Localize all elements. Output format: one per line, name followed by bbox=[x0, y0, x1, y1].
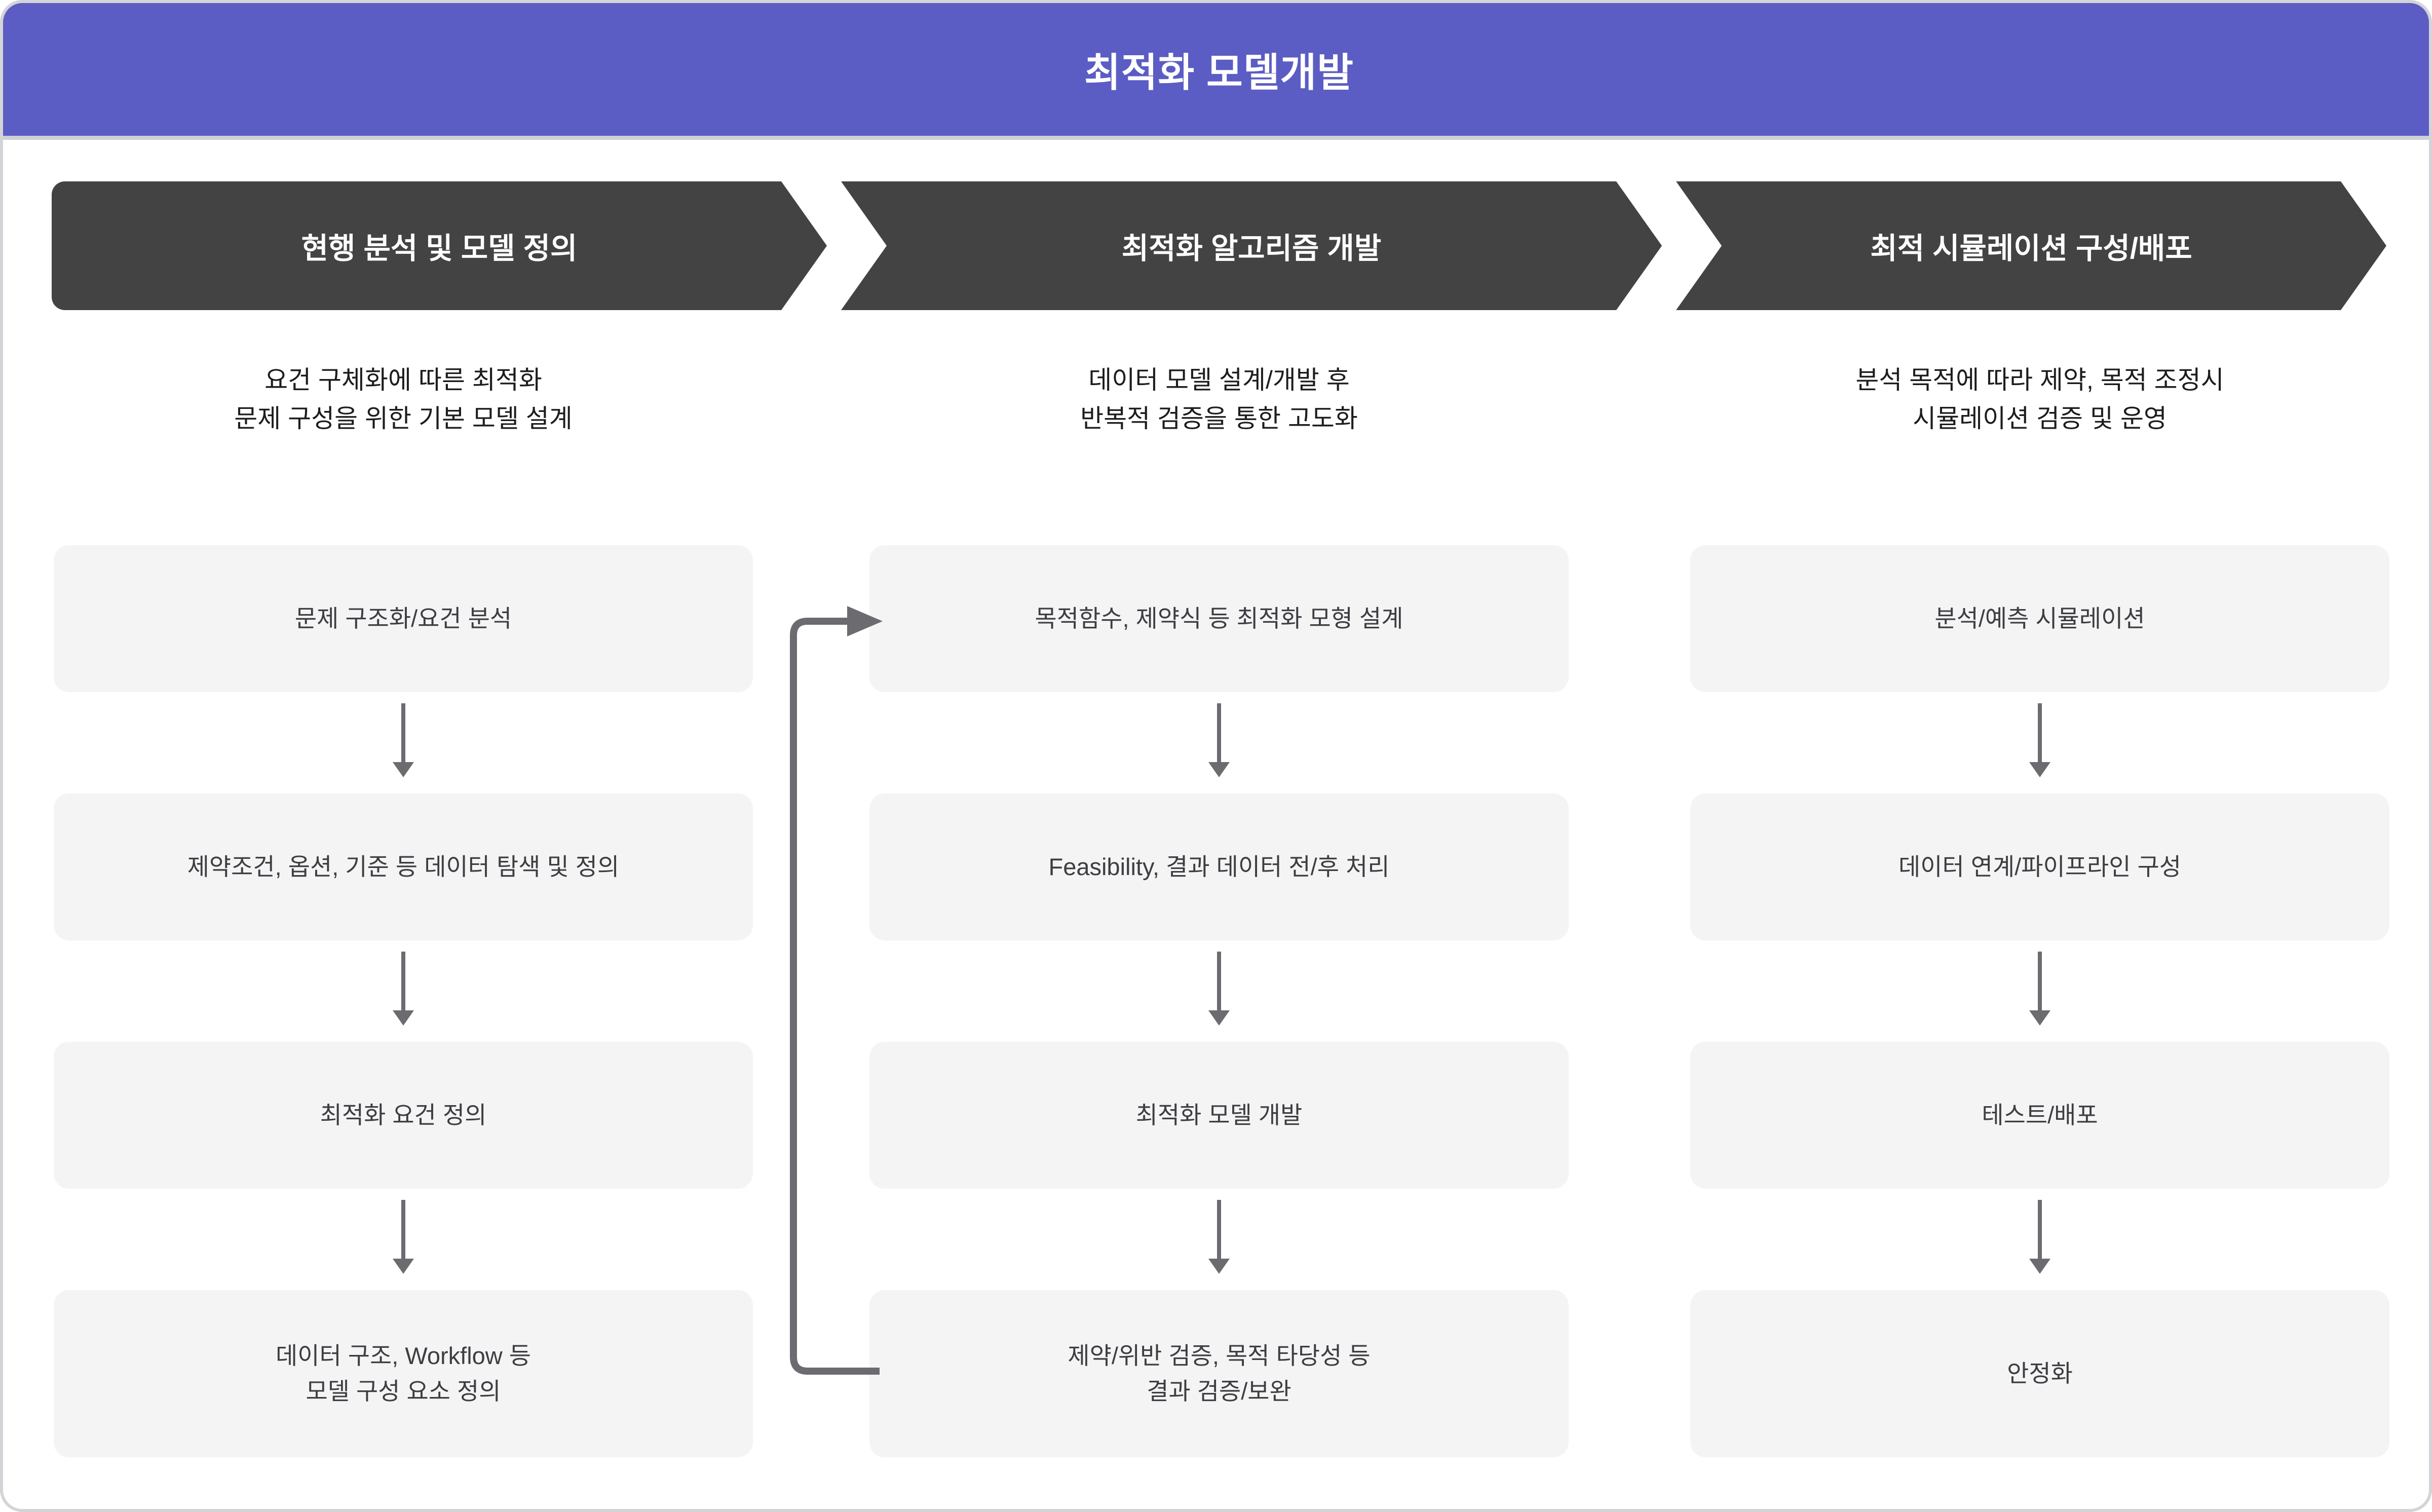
page-header: 최적화 모델개발 bbox=[3, 3, 2429, 136]
column-3-description-line-2: 시뮬레이션 검증 및 운영 bbox=[1913, 404, 2167, 433]
column-2-arrow-2 bbox=[869, 940, 1569, 1042]
column-3-step-3-label: 테스트/배포 bbox=[1982, 1102, 2098, 1129]
column-3-step-2[interactable]: 데이터 연계/파이프라인 구성 bbox=[1690, 793, 2389, 940]
stage-chevron-3-label: 최적 시뮬레이션 구성/배포 bbox=[1870, 232, 2192, 265]
column-3-arrow-2 bbox=[1690, 940, 2389, 1042]
stage-chevron-2-label: 최적화 알고리즘 개발 bbox=[1121, 232, 1382, 265]
column-2-step-1[interactable]: 목적함수, 제약식 등 최적화 모형 설계 bbox=[869, 545, 1569, 692]
column-1-step-4[interactable]: 데이터 구조, Workflow 등 모델 구성 요소 정의 bbox=[54, 1290, 753, 1457]
stage-chevron-1[interactable]: 현행 분석 및 모델 정의 bbox=[52, 181, 827, 310]
column-1-description-line-2: 문제 구성을 위한 기본 모델 설계 bbox=[234, 404, 573, 433]
column-1-step-4-label-line-2: 모델 구성 요소 정의 bbox=[306, 1378, 501, 1405]
column-3: 분석 목적에 따라 제약, 목적 조정시 시뮬레이션 검증 및 운영 분석/예측… bbox=[1690, 332, 2389, 1457]
column-3-step-3[interactable]: 테스트/배포 bbox=[1690, 1042, 2389, 1189]
page-title: 최적화 모델개발 bbox=[1084, 50, 1354, 95]
column-2-step-4-label-line-1: 제약/위반 검증, 목적 타당성 등 bbox=[1068, 1342, 1371, 1370]
column-3-description-line-1: 분석 목적에 따라 제약, 목적 조정시 bbox=[1855, 366, 2224, 394]
column-3-description: 분석 목적에 따라 제약, 목적 조정시 시뮬레이션 검증 및 운영 bbox=[1690, 332, 2389, 545]
column-1-step-2[interactable]: 제약조건, 옵션, 기준 등 데이터 탐색 및 정의 bbox=[54, 793, 753, 940]
column-2-description-line-1: 데이터 모델 설계/개발 후 bbox=[1088, 366, 1350, 394]
column-1-arrow-1 bbox=[54, 692, 753, 793]
column-1-step-4-label-line-1: 데이터 구조, Workflow 등 bbox=[275, 1342, 531, 1370]
column-2-step-4-label-line-2: 결과 검증/보완 bbox=[1147, 1378, 1291, 1405]
column-1-step-3-label: 최적화 요건 정의 bbox=[320, 1102, 487, 1129]
stage-chevron-2[interactable]: 최적화 알고리즘 개발 bbox=[841, 181, 1662, 310]
column-1-step-1[interactable]: 문제 구조화/요건 분석 bbox=[54, 545, 753, 692]
stage-chevron-bar: 현행 분석 및 모델 정의 최적화 알고리즘 개발 최적 시뮬레이션 구성/배포 bbox=[52, 181, 2386, 310]
column-2-step-2[interactable]: Feasibility, 결과 데이터 전/후 처리 bbox=[869, 793, 1569, 940]
column-1: 요건 구체화에 따른 최적화 문제 구성을 위한 기본 모델 설계 문제 구조화… bbox=[54, 332, 753, 1457]
column-2-step-3[interactable]: 최적화 모델 개발 bbox=[869, 1042, 1569, 1189]
column-3-step-4[interactable]: 안정화 bbox=[1690, 1290, 2389, 1457]
column-3-arrow-3 bbox=[1690, 1189, 2389, 1290]
column-2-description: 데이터 모델 설계/개발 후 반복적 검증을 통한 고도화 bbox=[869, 332, 1569, 545]
column-2-step-1-label: 목적함수, 제약식 등 최적화 모형 설계 bbox=[1035, 605, 1403, 632]
column-1-arrow-2 bbox=[54, 940, 753, 1042]
column-2-step-2-label: Feasibility, 결과 데이터 전/후 처리 bbox=[1048, 853, 1390, 881]
stage-chevron-1-label: 현행 분석 및 모델 정의 bbox=[301, 232, 578, 265]
column-2-step-4[interactable]: 제약/위반 검증, 목적 타당성 등 결과 검증/보완 bbox=[869, 1290, 1569, 1457]
column-1-description: 요건 구체화에 따른 최적화 문제 구성을 위한 기본 모델 설계 bbox=[54, 332, 753, 545]
column-3-arrow-1 bbox=[1690, 692, 2389, 793]
column-1-description-line-1: 요건 구체화에 따른 최적화 bbox=[264, 366, 542, 394]
column-2-step-3-label: 최적화 모델 개발 bbox=[1135, 1102, 1303, 1129]
column-2-arrow-1 bbox=[869, 692, 1569, 793]
column-3-step-4-label: 안정화 bbox=[2007, 1360, 2073, 1387]
stage-columns: 요건 구체화에 따른 최적화 문제 구성을 위한 기본 모델 설계 문제 구조화… bbox=[3, 332, 2429, 1467]
column-2-description-line-2: 반복적 검증을 통한 고도화 bbox=[1080, 404, 1358, 433]
column-1-step-1-label: 문제 구조화/요건 분석 bbox=[294, 605, 512, 632]
column-2: 데이터 모델 설계/개발 후 반복적 검증을 통한 고도화 목적함수, 제약식 … bbox=[869, 332, 1569, 1457]
column-3-step-1-label: 분석/예측 시뮬레이션 bbox=[1934, 605, 2145, 632]
column-3-step-1[interactable]: 분석/예측 시뮬레이션 bbox=[1690, 545, 2389, 692]
column-1-step-3[interactable]: 최적화 요건 정의 bbox=[54, 1042, 753, 1189]
stage-chevron-3[interactable]: 최적 시뮬레이션 구성/배포 bbox=[1676, 181, 2386, 310]
column-1-arrow-3 bbox=[54, 1189, 753, 1290]
column-1-step-2-label: 제약조건, 옵션, 기준 등 데이터 탐색 및 정의 bbox=[187, 853, 620, 881]
column-2-arrow-3 bbox=[869, 1189, 1569, 1290]
column-3-step-2-label: 데이터 연계/파이프라인 구성 bbox=[1898, 853, 2182, 881]
header-divider bbox=[3, 136, 2429, 140]
